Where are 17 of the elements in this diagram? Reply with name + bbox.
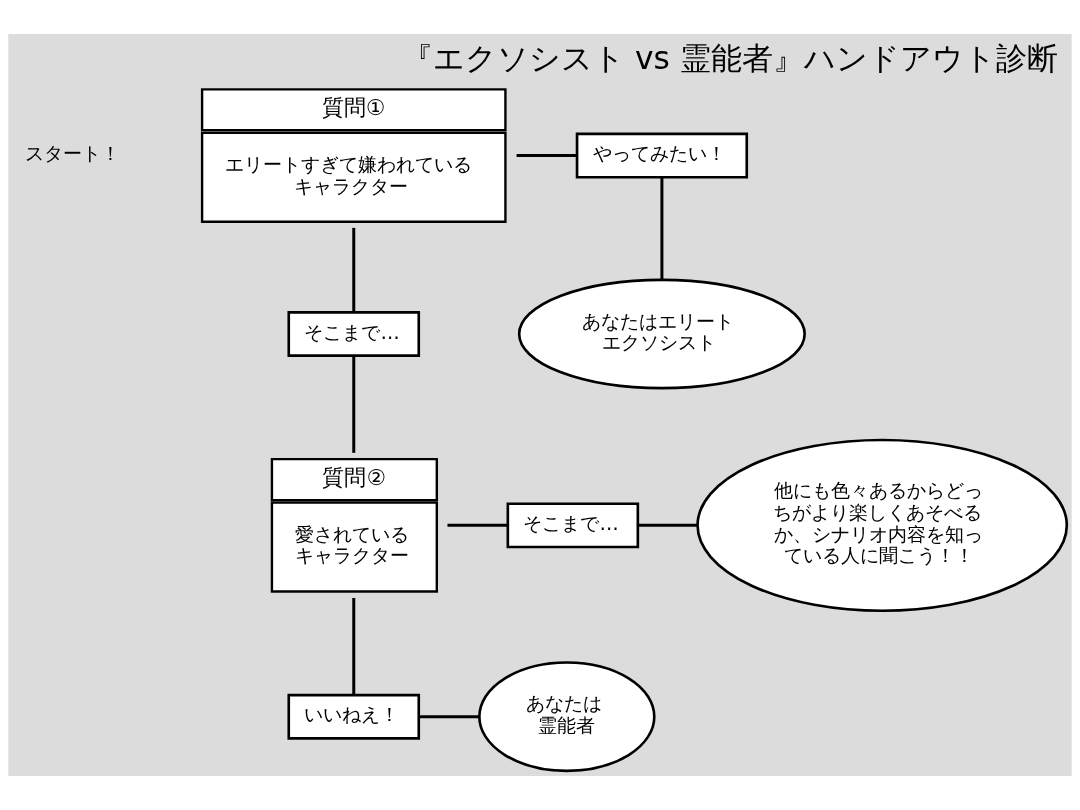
connector (352, 355, 356, 453)
connector (352, 227, 356, 313)
node-box: いいねえ！ (287, 693, 421, 740)
connector (419, 715, 480, 719)
diagram-title: 『エクソシスト vs 霊能者』ハンドアウト診断 (401, 39, 1058, 76)
node-box: そこまで… (287, 311, 421, 357)
node-ellipse: あなたはエリートエクソシスト (517, 278, 806, 390)
connector (660, 177, 664, 280)
node-box: そこまで… (506, 502, 640, 549)
connector (516, 154, 577, 158)
node-ellipse: 他にも色々あるからどっちがより楽しくあそべるか、シナリオ内容を知っている人に聞こう！！ (696, 438, 1069, 613)
connector (352, 598, 356, 695)
node-box: やってみたい！ (575, 132, 749, 179)
connector (447, 523, 508, 527)
connector (638, 523, 698, 527)
node-ellipse: あなたは霊能者 (478, 661, 656, 773)
label: スタート！ (24, 142, 120, 166)
